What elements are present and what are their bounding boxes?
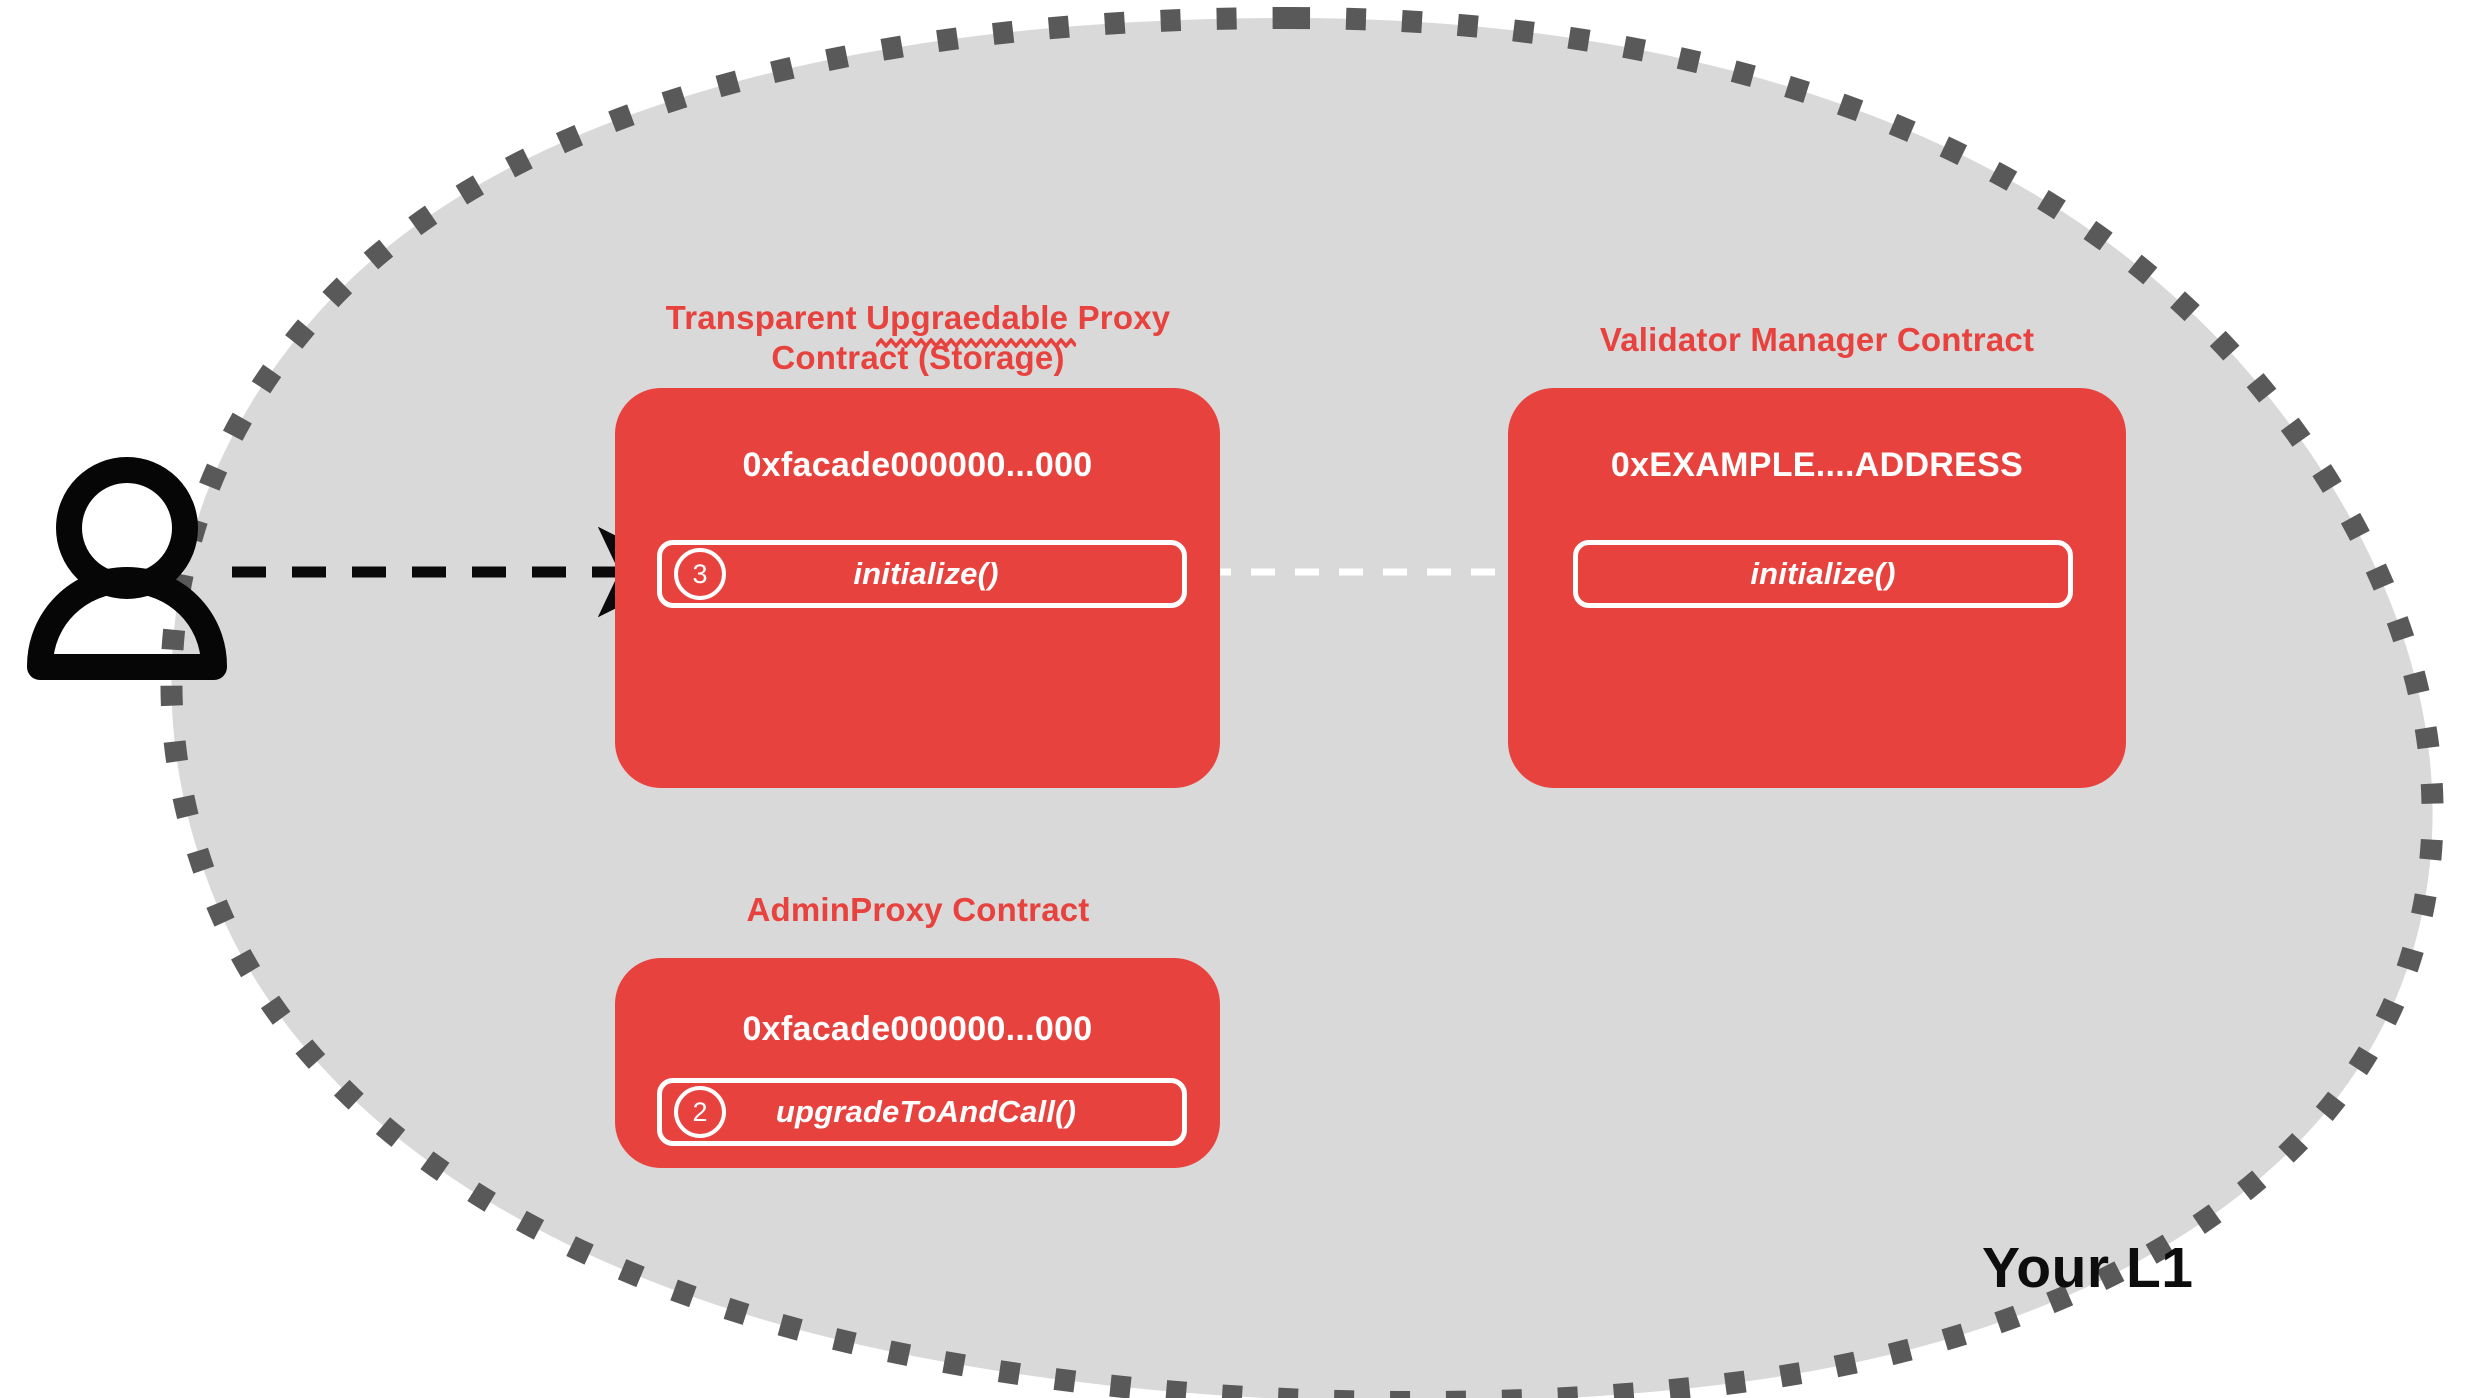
contract-address: 0xEXAMPLE....ADDRESS bbox=[1610, 446, 2024, 484]
function-pill-initialize[interactable]: initialize() bbox=[1573, 540, 2073, 608]
function-pill-initialize[interactable]: 3 initialize() bbox=[657, 540, 1187, 608]
contract-title-line1: Transparent Upgraedable Proxy bbox=[665, 299, 1171, 336]
contract-title-validator-manager: Validator Manager Contract bbox=[1508, 320, 2126, 360]
contract-address: 0xfacade000000...000 bbox=[742, 446, 1093, 484]
contract-title-line1: Validator Manager Contract bbox=[1599, 321, 2035, 358]
function-name: upgradeToAndCall() bbox=[775, 1094, 1077, 1129]
step-number-badge: 2 bbox=[674, 1086, 726, 1138]
function-name: initialize() bbox=[1750, 556, 1896, 591]
contract-title-line1: AdminProxy Contract bbox=[746, 891, 1090, 928]
function-pill-upgradeToAndCall[interactable]: 2 upgradeToAndCall() bbox=[657, 1078, 1187, 1146]
contract-card-transparent-upgradeable-proxy[interactable]: 0xfacade000000...000 3 initialize() bbox=[615, 388, 1220, 788]
spellcheck-squiggle bbox=[876, 338, 1076, 348]
contract-card-admin-proxy[interactable]: 0xfacade000000...000 2 upgradeToAndCall(… bbox=[615, 958, 1220, 1168]
function-name: initialize() bbox=[853, 556, 999, 591]
contract-address: 0xfacade000000...000 bbox=[742, 1010, 1093, 1048]
contract-title-transparent-upgradeable-proxy: Transparent Upgraedable Proxy Contract (… bbox=[615, 298, 1221, 379]
contract-title-admin-proxy: AdminProxy Contract bbox=[615, 890, 1221, 930]
contract-card-validator-manager[interactable]: 0xEXAMPLE....ADDRESS initialize() bbox=[1508, 388, 2126, 788]
step-number-badge: 3 bbox=[674, 548, 726, 600]
region-label: Your L1 bbox=[1982, 1236, 2194, 1300]
